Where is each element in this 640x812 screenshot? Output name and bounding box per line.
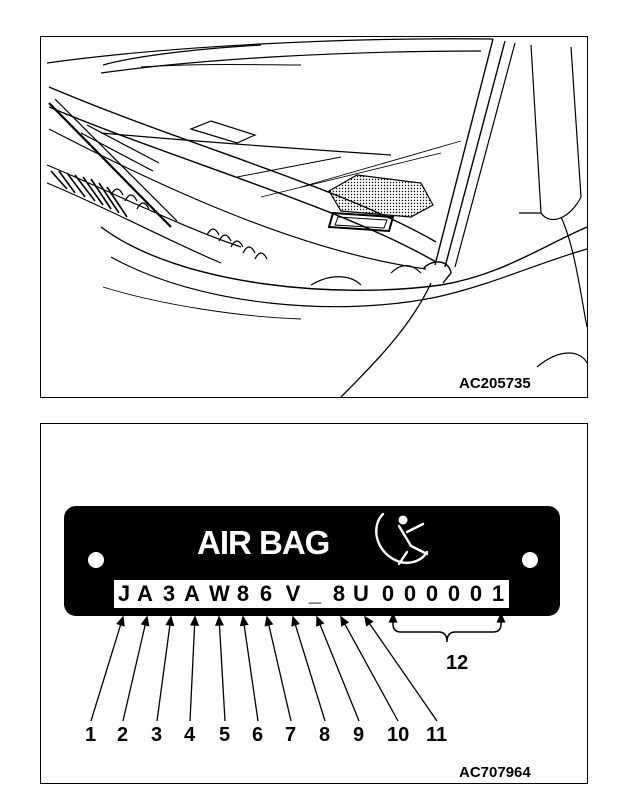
leader-arrow-4: [190, 615, 200, 626]
leader-arrow-2: [140, 615, 150, 627]
leader-arrow-1: [116, 615, 125, 627]
vin-char: A: [137, 581, 153, 606]
leader-arrow-8: [291, 615, 300, 627]
mounting-hole-right: [522, 552, 538, 568]
callout-10: 10: [387, 724, 410, 746]
leader-arrow-9: [316, 615, 325, 627]
leader-arrow-10: [340, 615, 350, 627]
callout-9: 9: [353, 724, 365, 746]
bracket-12: [392, 614, 502, 643]
callout-11: 11: [426, 724, 448, 746]
vin-char: 0: [425, 581, 439, 606]
vin-char: W: [209, 581, 230, 606]
vin-strip: [114, 580, 509, 608]
vin-char: 0: [381, 581, 395, 606]
figure-code-top: AC205735: [459, 375, 531, 392]
callout-4: 4: [184, 724, 196, 746]
mounting-hole-left: [88, 552, 104, 568]
callout-5: 5: [219, 724, 231, 746]
leader-line-7: [266, 616, 292, 722]
vin-char: J: [117, 581, 131, 606]
callout-8: 8: [319, 724, 331, 746]
callout-2: 2: [117, 724, 129, 746]
vin-char: 0: [447, 581, 461, 606]
leader-arrow-7: [264, 615, 274, 627]
callout-7: 7: [285, 724, 297, 746]
vin-char: 8: [236, 581, 250, 606]
leader-line-4: [189, 616, 196, 722]
leader-arrow-5: [215, 615, 224, 626]
figure-code-bottom: AC707964: [459, 764, 531, 781]
vin-char: 3: [162, 581, 176, 606]
plate-title: AIR BAG: [197, 524, 330, 561]
vin-char: U: [353, 581, 369, 606]
leader-line-3: [156, 616, 172, 722]
leader-line-8: [292, 616, 326, 722]
leader-line-6: [242, 616, 259, 722]
vin-char: 1: [491, 581, 505, 606]
windshield-line-drawing: [46, 38, 588, 398]
vin-char: 0: [469, 581, 483, 606]
callout-12: 12: [446, 652, 469, 674]
plate-diagram: [64, 506, 560, 722]
airbag-pictogram-icon: [375, 512, 429, 566]
leader-line-11: [364, 616, 438, 722]
vin-char: _: [308, 581, 322, 606]
callout-6: 6: [252, 724, 264, 746]
leader-line-5: [218, 616, 226, 722]
vin-char: A: [184, 581, 200, 606]
callout-1: 1: [85, 724, 97, 746]
vin-location-figure: AC205735: [40, 36, 588, 398]
vin-char: V: [285, 581, 301, 606]
callout-3: 3: [151, 724, 163, 746]
leader-arrow-3: [165, 615, 175, 627]
leader-arrow-11: [364, 615, 374, 627]
vin-char: 0: [403, 581, 417, 606]
vin-char: 8: [332, 581, 346, 606]
leader-line-1: [90, 616, 124, 722]
vin-char: 6: [259, 581, 273, 606]
leader-arrow-6: [239, 615, 249, 627]
leader-line-9: [316, 616, 360, 722]
leader-line-2: [122, 616, 148, 722]
leader-line-10: [340, 616, 399, 722]
